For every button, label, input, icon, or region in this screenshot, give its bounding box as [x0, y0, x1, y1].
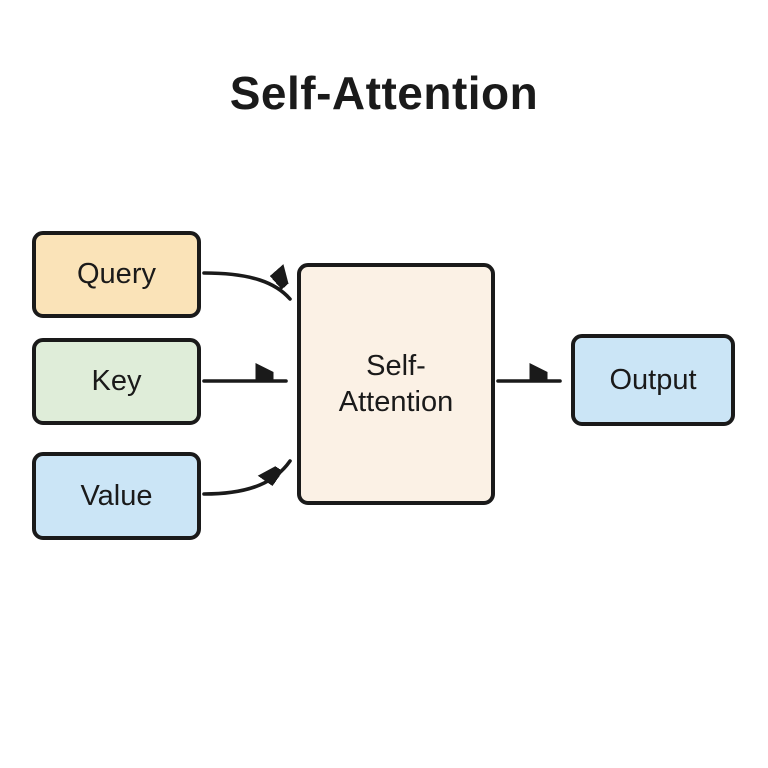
node-key: Key [32, 338, 201, 425]
page-title: Self-Attention [229, 67, 539, 119]
node-output: Output [571, 334, 735, 426]
arrow-query-to-attention-icon [202, 273, 290, 301]
arrow-value-to-attention-icon [202, 459, 292, 496]
node-self-attention: Self- Attention [297, 263, 495, 505]
node-query: Query [32, 231, 201, 318]
node-value: Value [32, 452, 201, 540]
